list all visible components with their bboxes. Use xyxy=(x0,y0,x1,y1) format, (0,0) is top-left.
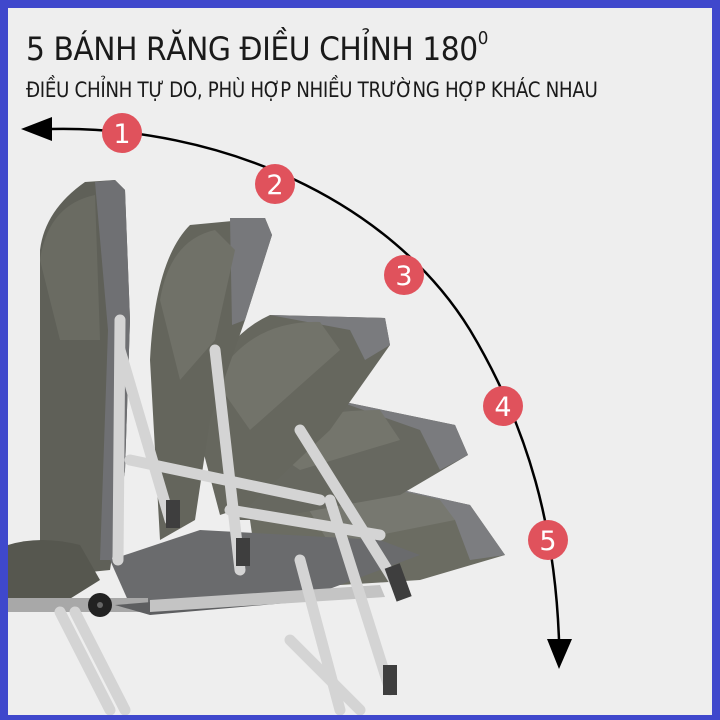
chair-image xyxy=(8,180,505,715)
banner-title: 5 BÁNH RĂNG ĐIỀU CHỈNH 1800 xyxy=(26,28,489,68)
frame-feet xyxy=(166,500,412,695)
title-text: 5 BÁNH RĂNG ĐIỀU CHỈNH 180 xyxy=(26,30,478,68)
badge-label: 4 xyxy=(494,392,511,423)
position-badge-3: 3 xyxy=(384,255,424,295)
chair-illustration: 1 2 3 4 5 xyxy=(8,113,572,715)
chair-position-3 xyxy=(195,315,390,515)
position-badge-1: 1 xyxy=(102,113,142,153)
product-banner: 5 BÁNH RĂNG ĐIỀU CHỈNH 1800 ĐIỀU CHỈNH T… xyxy=(8,8,712,715)
arrowhead-down-icon xyxy=(547,639,572,669)
position-badge-2: 2 xyxy=(255,164,295,204)
banner-subtitle: ĐIỀU CHỈNH TỰ DO, PHÙ HỢP NHIỀU TRƯỜNG H… xyxy=(26,78,598,102)
badge-label: 3 xyxy=(395,261,412,292)
chair-frame xyxy=(54,314,406,715)
badge-label: 2 xyxy=(266,170,283,201)
badge-label: 1 xyxy=(113,119,130,150)
degree-superscript: 0 xyxy=(477,28,489,49)
chair-position-1 xyxy=(8,180,130,610)
badge-label: 5 xyxy=(539,526,556,557)
position-badge-5: 5 xyxy=(528,520,568,560)
chair-position-2 xyxy=(150,218,272,540)
arrowhead-left-icon xyxy=(21,117,52,141)
position-badge-4: 4 xyxy=(483,386,523,426)
